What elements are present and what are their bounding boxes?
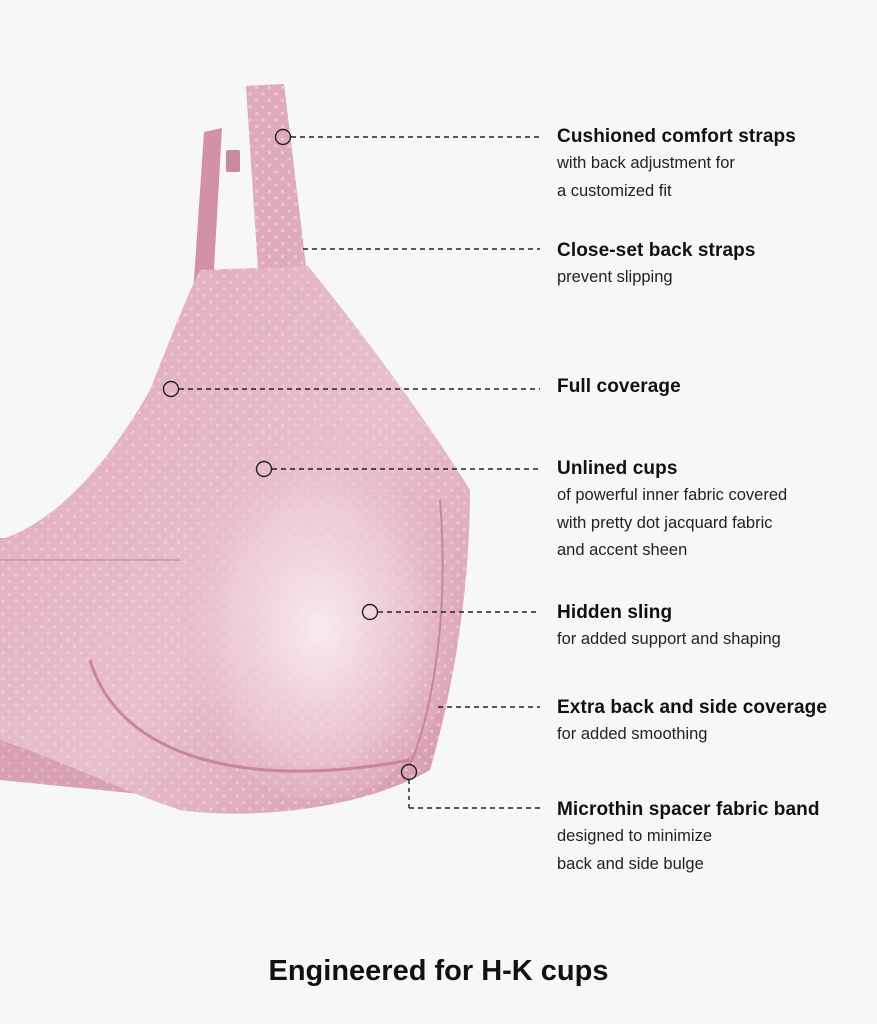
marker-straps	[274, 128, 292, 146]
marker-band	[400, 763, 418, 781]
feature-desc: back and side bulge	[557, 854, 704, 873]
feature-desc: with back adjustment for	[557, 154, 735, 172]
feature-title: Microthin spacer fabric band	[557, 799, 820, 820]
feature-desc: of powerful inner fabric covered	[557, 486, 788, 504]
feature-title: Close-set back straps	[557, 240, 756, 261]
feature-back-straps: Close-set back straps prevent slipping	[557, 238, 756, 292]
strap-slider	[226, 150, 240, 172]
marker-cups	[255, 460, 273, 478]
feature-title: Full coverage	[557, 376, 681, 397]
callout-markers	[162, 128, 540, 809]
feature-side-coverage: Extra back and side coverage for added s…	[557, 695, 827, 749]
feature-desc: with pretty dot jacquard fabric	[557, 513, 773, 532]
feature-desc: and accent sheen	[557, 541, 688, 559]
feature-hidden-sling: Hidden sling for added support and shapi…	[557, 600, 781, 654]
feature-title: Hidden sling	[557, 602, 673, 623]
feature-full-coverage: Full coverage	[557, 374, 681, 400]
footer-title: Engineered for H-K cups	[268, 955, 609, 987]
feature-spacer-band: Microthin spacer fabric band designed to…	[557, 797, 820, 878]
feature-desc: prevent slipping	[557, 268, 673, 286]
marker-sling	[361, 603, 379, 621]
feature-desc: for added smoothing	[557, 725, 708, 743]
feature-title: Unlined cups	[557, 458, 678, 479]
feature-desc: a customized fit	[557, 181, 672, 200]
feature-unlined-cups: Unlined cups of powerful inner fabric co…	[557, 456, 787, 565]
cup-sheen	[180, 420, 460, 800]
feature-title: Extra back and side coverage	[557, 697, 827, 718]
marker-coverage	[162, 380, 180, 398]
feature-desc: designed to minimize	[557, 827, 712, 845]
feature-straps: Cushioned comfort straps with back adjus…	[557, 124, 796, 205]
feature-title: Cushioned comfort straps	[557, 126, 796, 147]
feature-desc: for added support and shaping	[557, 630, 781, 648]
